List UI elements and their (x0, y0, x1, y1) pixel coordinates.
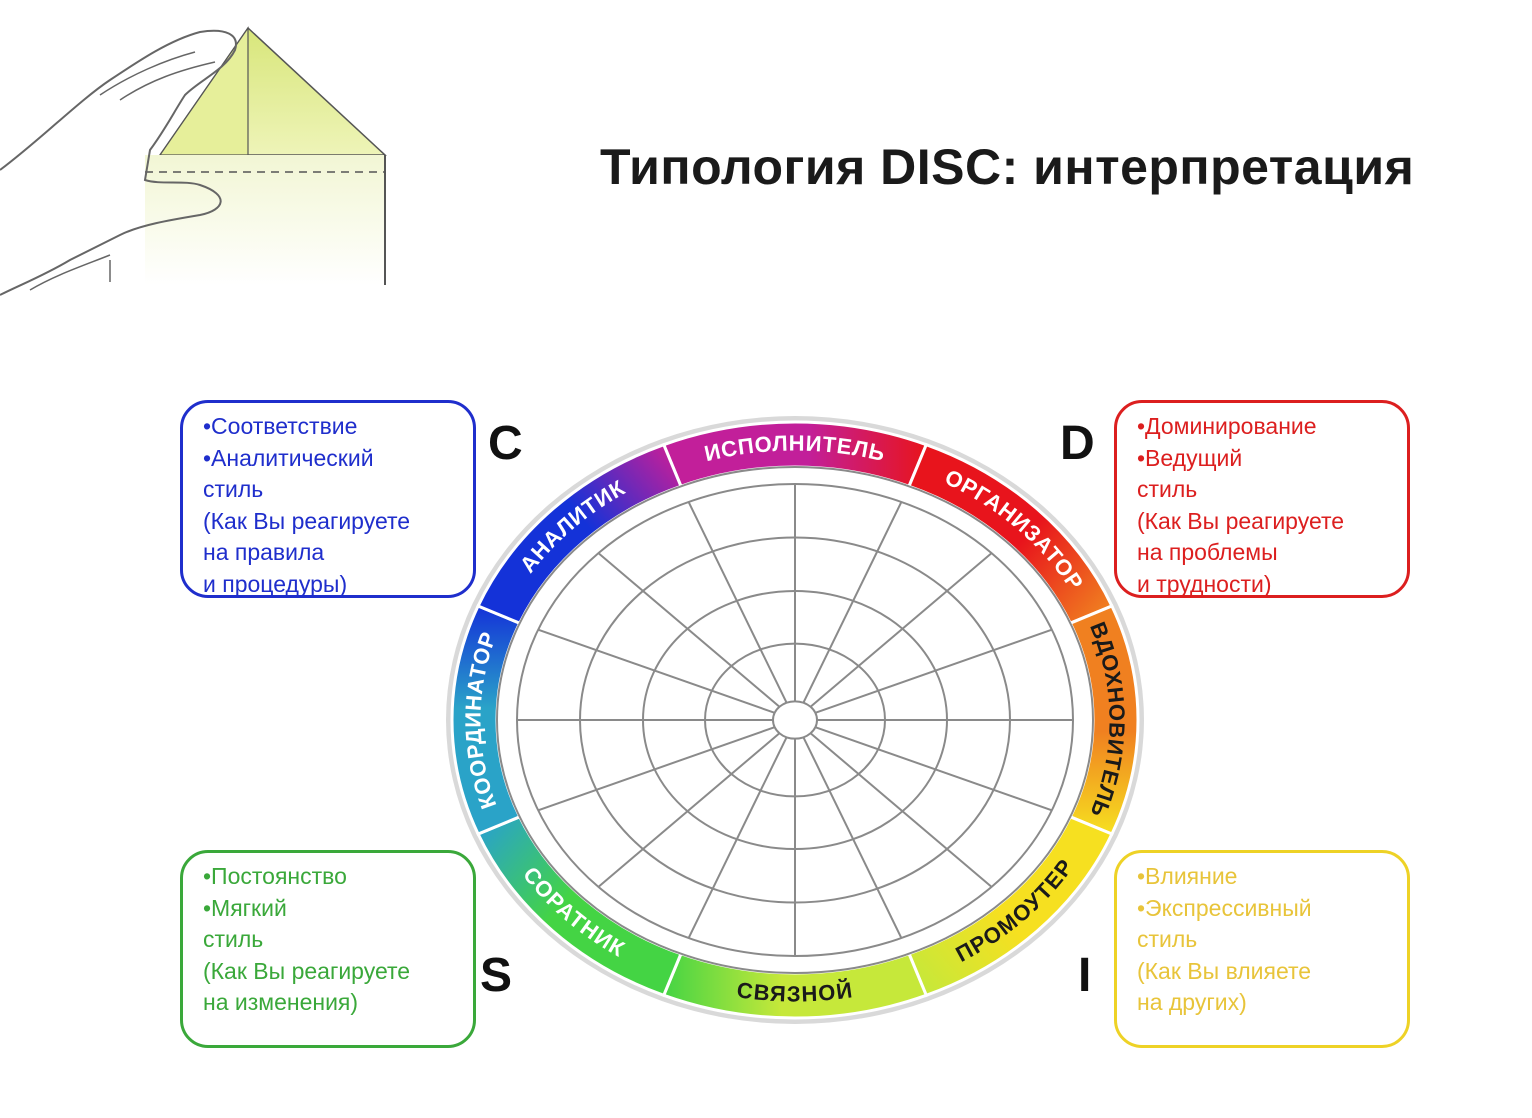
box-line: (Как Вы влияете (1137, 957, 1312, 984)
steadiness-box: •Постоянство •Мягкий стиль (Как Вы реаги… (180, 850, 476, 1048)
grid-spoke (537, 726, 776, 812)
grid-spoke (597, 732, 781, 888)
box-line: •Аналитический (203, 444, 374, 471)
grid-spoke (687, 736, 788, 939)
box-line: стиль (1137, 476, 1198, 502)
page-title: Типология DISC: интерпретация (600, 139, 1415, 195)
box-line: стиль (203, 476, 264, 502)
letter-i: I (1078, 949, 1092, 1002)
box-line: стиль (1137, 926, 1198, 952)
grid-spoke (814, 726, 1053, 812)
box-line: (Как Вы реагируете (203, 957, 411, 984)
influence-box: •Влияние •Экспрессивный стиль (Как Вы вл… (1114, 850, 1410, 1048)
box-line: •Ведущий (1137, 444, 1243, 471)
compliance-box: •Соответствие •Аналитический стиль (Как … (180, 400, 476, 598)
box-line: на правила (203, 539, 325, 565)
grid-spoke (687, 501, 788, 704)
box-line: •Экспрессивный (1137, 894, 1312, 921)
box-line: (Как Вы реагируете (203, 507, 411, 534)
box-line: •Мягкий (203, 894, 287, 921)
box-line: стиль (203, 926, 264, 952)
grid-spoke (537, 628, 776, 714)
dominance-box: •Доминирование •Ведущий стиль (Как Вы ре… (1114, 400, 1410, 598)
box-line: •Влияние (1137, 863, 1238, 889)
hand-illustration (0, 26, 387, 296)
segment-label: СВЯЗНОЙ (735, 977, 854, 1006)
box-line: и трудности) (1137, 570, 1272, 597)
disc-wheel: ИСПОЛНИТЕЛЬОРГАНИЗАТОРВДОХНОВИТЕЛЬПРОМОУ… (446, 416, 1144, 1024)
box-line: на других) (1137, 989, 1247, 1015)
grid-spoke (597, 552, 781, 708)
box-line: •Постоянство (203, 863, 347, 889)
letter-d: D (1060, 417, 1095, 470)
grid-spoke (809, 732, 993, 888)
box-line: на изменения) (203, 989, 359, 1015)
grid-spoke (809, 552, 993, 708)
grid-spoke (814, 628, 1053, 714)
grid-spoke (802, 501, 903, 704)
box-line: на проблемы (1137, 539, 1278, 565)
letter-s: S (480, 949, 513, 1002)
letter-c: C (488, 417, 523, 470)
box-line: (Как Вы реагируете (1137, 507, 1345, 534)
box-line: •Соответствие (203, 413, 358, 439)
box-line: и процедуры) (203, 570, 348, 597)
grid-spoke (802, 736, 903, 939)
box-line: •Доминирование (1137, 413, 1317, 439)
